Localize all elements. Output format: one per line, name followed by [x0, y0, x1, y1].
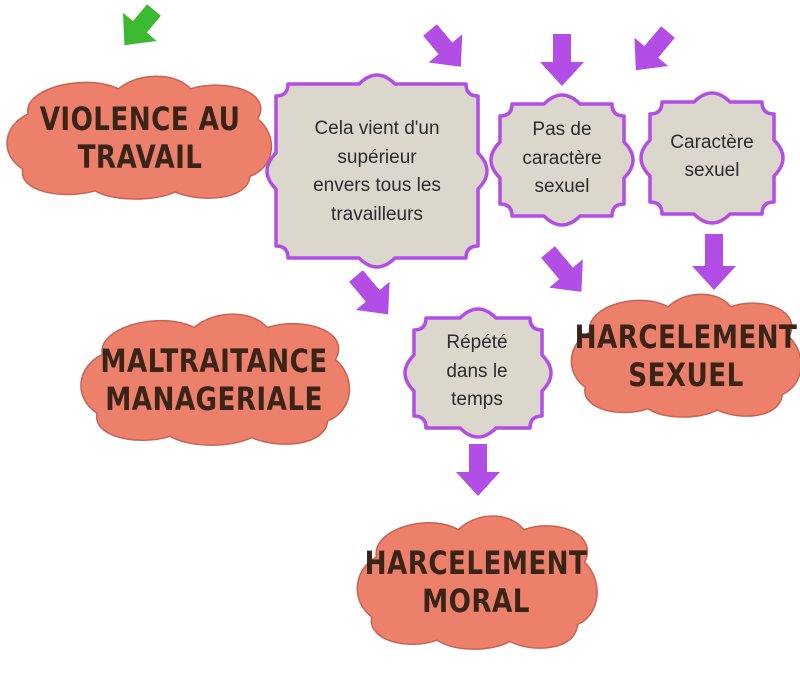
- arrow-pas-sexuel-to-repete: [541, 246, 583, 292]
- arrow-superieur-to-maltraitance: [349, 270, 390, 315]
- arrow-into-sexuel: [634, 26, 675, 71]
- node-maltraitance-manageriale: [80, 313, 351, 446]
- node-caractere-sexuel: [639, 91, 785, 225]
- node-superieur-label: Cela vient d'un supérieur envers tous le…: [313, 118, 441, 225]
- node-pas-sexuel: [489, 93, 635, 227]
- node-superieur: [265, 73, 489, 269]
- node-pas-sexuel-label: Pas de caractère sexuel: [522, 119, 602, 198]
- arrow-into-violence: [123, 4, 161, 46]
- arrow-into-pas-sexuel: [540, 34, 584, 86]
- node-violence-au-travail: [6, 75, 273, 200]
- arrow-repete-to-harcelement-moral: [456, 444, 500, 496]
- node-harcelement-sexuel-label: HARCELEMENT SEXUEL: [574, 318, 798, 394]
- node-harcelement-moral-label: HARCELEMENT MORAL: [364, 544, 588, 620]
- node-repete: [403, 307, 553, 439]
- node-caractere-sexuel-label: Caractère sexuel: [670, 131, 754, 182]
- node-harcelement-sexuel: [570, 293, 800, 418]
- node-repete-label: Répété dans le temps: [446, 332, 508, 411]
- node-maltraitance-manageriale-label: MALTRAITANCE MANAGERIALE: [100, 342, 328, 418]
- node-harcelement-moral: [356, 515, 598, 650]
- node-violence-au-travail-label: VIOLENCE AU TRAVAIL: [39, 100, 241, 176]
- arrow-sexuel-to-harcelement-sexuel: [692, 234, 736, 290]
- arrow-into-superieur: [423, 24, 463, 67]
